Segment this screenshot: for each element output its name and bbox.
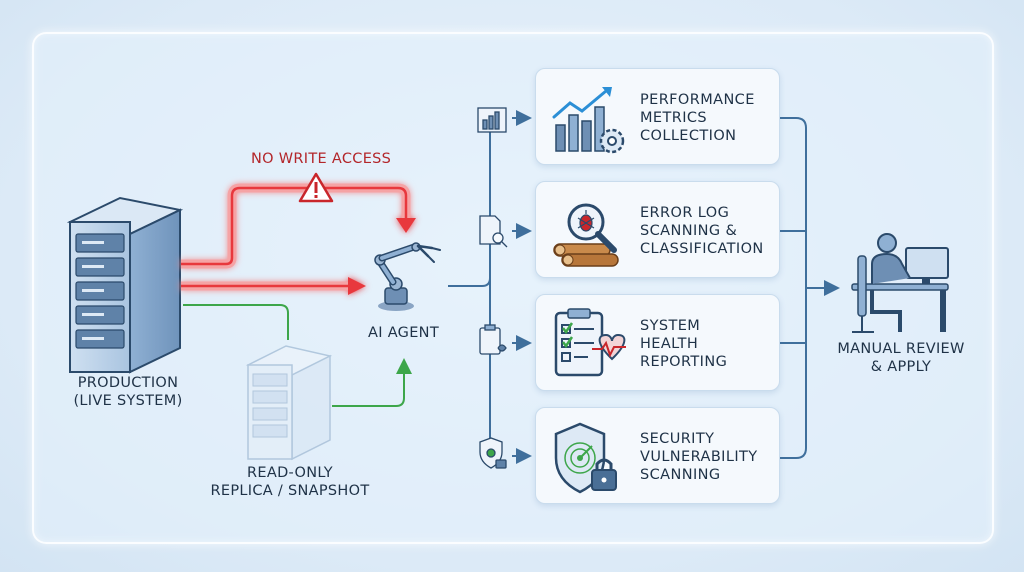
task-performance-line2: METRICS: [640, 110, 708, 126]
ai-agent-label: AI AGENT: [368, 325, 439, 341]
warning-icon: [298, 172, 334, 203]
task-performance-line3: COLLECTION: [640, 128, 737, 144]
task-health-line1: SYSTEM: [640, 318, 701, 334]
review-label-line2: & APPLY: [870, 359, 932, 375]
task-error-log-line2: SCANNING &: [640, 223, 738, 239]
small-log-icon: [479, 215, 508, 248]
task-error-log-line3: CLASSIFICATION: [640, 241, 764, 257]
no-write-access-label: NO WRITE ACCESS: [251, 151, 392, 167]
replica-label-line1: READ-ONLY: [247, 465, 333, 481]
health-clipboard-icon: [554, 308, 626, 377]
small-clipboard-icon: [479, 324, 507, 355]
task-security-line1: SECURITY: [640, 431, 715, 447]
no-write-access-path: [181, 183, 416, 295]
robot-arm-icon: [374, 242, 441, 311]
task-card-security: SECURITY VULNERABILITY SCANNING: [535, 407, 780, 504]
task-card-error-log: ERROR LOG SCANNING & CLASSIFICATION: [535, 181, 780, 278]
task-health-line3: REPORTING: [640, 354, 728, 370]
production-label-line2: (LIVE SYSTEM): [73, 393, 183, 409]
task-health-line2: HEALTH: [640, 336, 699, 352]
production-server-icon: [66, 196, 184, 374]
review-connectors: [779, 117, 840, 459]
task-card-health: SYSTEM HEALTH REPORTING: [535, 294, 780, 391]
read-only-access-path: [183, 304, 412, 407]
task-security-line2: VULNERABILITY: [640, 449, 758, 465]
small-chart-icon: [477, 107, 507, 133]
replica-label-line2: REPLICA / SNAPSHOT: [210, 483, 370, 499]
task-card-performance: PERFORMANCE METRICS COLLECTION: [535, 68, 780, 165]
production-label-line1: PRODUCTION: [77, 375, 179, 391]
bug-log-icon: [553, 203, 619, 267]
review-label: MANUAL REVIEW & APPLY: [826, 340, 976, 376]
task-performance-line1: PERFORMANCE: [640, 92, 755, 108]
task-security-line3: SCANNING: [640, 467, 721, 483]
reviewer-person-icon: [851, 233, 949, 333]
replica-label: READ-ONLY REPLICA / SNAPSHOT: [200, 464, 380, 500]
review-label-line1: MANUAL REVIEW: [837, 341, 965, 357]
chart-gear-icon: [552, 87, 625, 154]
replica-server-icon: [245, 345, 333, 461]
production-label: PRODUCTION (LIVE SYSTEM): [48, 374, 208, 410]
small-shield-icon: [479, 437, 507, 469]
shield-lock-icon: [554, 422, 617, 494]
task-error-log-line1: ERROR LOG: [640, 205, 730, 221]
task-connectors: [448, 110, 532, 464]
